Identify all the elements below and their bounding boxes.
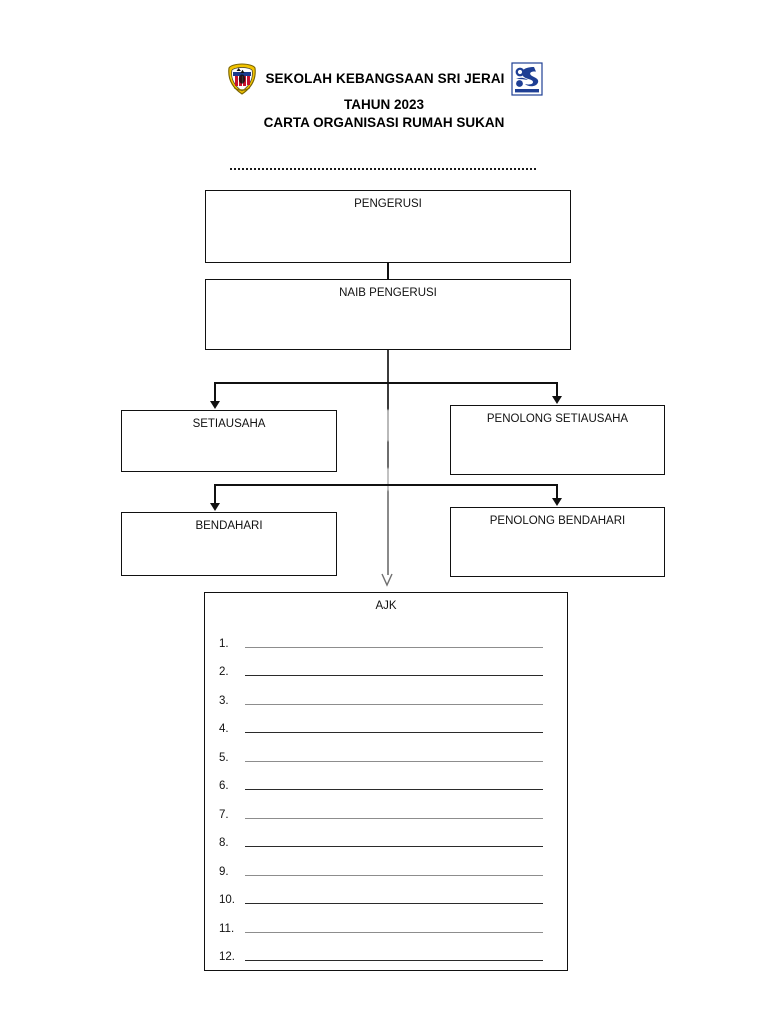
ajk-item-number: 10. xyxy=(219,894,235,906)
ajk-item-blank-line[interactable] xyxy=(245,931,543,933)
ajk-item-number: 8. xyxy=(219,837,229,849)
ajk-list-item[interactable]: 2. xyxy=(215,652,543,681)
arrowhead-to-ajk-icon xyxy=(381,573,393,587)
node-setiausaha-label: SETIAUSAHA xyxy=(192,418,266,430)
ajk-item-blank-line[interactable] xyxy=(245,703,543,705)
ajk-item-blank-line[interactable] xyxy=(245,788,543,790)
ajk-item-number: 1. xyxy=(219,637,229,650)
connector-branch2-right-drop xyxy=(556,484,558,499)
ajk-item-blank-line[interactable] xyxy=(245,959,543,961)
connector-branch1-right-drop xyxy=(556,382,558,397)
chart-title: CARTA ORGANISASI RUMAH SUKAN xyxy=(263,115,505,130)
arrowhead-penolong-bendahari-icon xyxy=(552,498,562,506)
ajk-item-blank-line[interactable] xyxy=(245,674,543,676)
ajk-list-item[interactable]: 10. xyxy=(215,880,543,909)
sk-emblem-icon xyxy=(510,62,543,96)
ajk-item-number: 3. xyxy=(219,694,229,707)
ajk-item-number: 6. xyxy=(219,780,229,792)
ajk-list-item[interactable]: 3. xyxy=(215,680,543,709)
ajk-item-blank-line[interactable] xyxy=(245,817,543,819)
arrowhead-setiausaha-icon xyxy=(210,401,220,409)
school-name: SEKOLAH KEBANGSAAN SRI JERAI xyxy=(265,71,505,86)
node-setiausaha[interactable]: SETIAUSAHA xyxy=(121,410,337,472)
ajk-item-blank-line[interactable] xyxy=(245,646,543,648)
node-penolong-setiausaha-label: PENOLONG SETIAUSAHA xyxy=(486,413,629,425)
ajk-list-item[interactable]: 7. xyxy=(215,794,543,823)
ajk-list-item[interactable]: 9. xyxy=(215,851,543,880)
school-crest-icon xyxy=(225,62,259,96)
node-penolong-bendahari[interactable]: PENOLONG BENDAHARI xyxy=(450,507,665,577)
ajk-list-item[interactable]: 11. xyxy=(215,908,543,937)
node-ajk[interactable]: AJK 1. 2. 3. 4. 5. 6. 7. 8. 9. 10. 11. 12. xyxy=(204,592,568,971)
house-name-blank-line[interactable] xyxy=(230,168,536,178)
node-penolong-setiausaha[interactable]: PENOLONG SETIAUSAHA xyxy=(450,405,665,475)
ajk-item-number: 2. xyxy=(219,666,229,678)
node-ajk-label: AJK xyxy=(375,600,397,612)
connector-branch1-left-drop xyxy=(214,382,216,402)
ajk-item-blank-line[interactable] xyxy=(245,902,543,904)
node-bendahari-label: BENDAHARI xyxy=(195,520,263,532)
ajk-list-item[interactable]: 4. xyxy=(215,709,543,738)
node-pengerusi[interactable]: PENGERUSI xyxy=(205,190,571,263)
ajk-item-number: 4. xyxy=(219,723,229,735)
chart-year: TAHUN 2023 xyxy=(343,97,425,112)
ajk-item-number: 12. xyxy=(219,951,235,963)
ajk-list-item[interactable]: 12. xyxy=(215,937,543,966)
ajk-list-item[interactable]: 5. xyxy=(215,737,543,766)
node-naib-pengerusi[interactable]: NAIB PENGERUSI xyxy=(205,279,571,350)
ajk-member-list: 1. 2. 3. 4. 5. 6. 7. 8. 9. 10. 11. 12. xyxy=(215,623,543,964)
ajk-item-number: 5. xyxy=(219,751,229,764)
ajk-list-item[interactable]: 1. xyxy=(215,623,543,652)
ajk-item-number: 9. xyxy=(219,865,229,878)
document-header: SEKOLAH KEBANGSAAN SRI JERAI TAHUN 2023 … xyxy=(0,62,768,132)
connector-spine-to-ajk xyxy=(386,350,389,575)
node-penolong-bendahari-label: PENOLONG BENDAHARI xyxy=(489,515,626,527)
node-bendahari[interactable]: BENDAHARI xyxy=(121,512,337,576)
node-naib-pengerusi-label: NAIB PENGERUSI xyxy=(339,287,437,299)
connector-pengerusi-to-naib xyxy=(387,263,389,279)
ajk-list-item[interactable]: 8. xyxy=(215,823,543,852)
arrowhead-bendahari-icon xyxy=(210,503,220,511)
node-pengerusi-label: PENGERUSI xyxy=(354,198,422,210)
connector-branch1-horizontal xyxy=(214,382,558,384)
ajk-item-number: 11. xyxy=(219,922,235,935)
ajk-item-blank-line[interactable] xyxy=(245,874,543,876)
header-title-row: SEKOLAH KEBANGSAAN SRI JERAI xyxy=(0,62,768,96)
ajk-item-blank-line[interactable] xyxy=(245,760,543,762)
connector-branch2-left-drop xyxy=(214,484,216,504)
ajk-list-item[interactable]: 6. xyxy=(215,766,543,795)
ajk-item-number: 7. xyxy=(219,808,229,821)
ajk-item-blank-line[interactable] xyxy=(245,845,543,847)
ajk-item-blank-line[interactable] xyxy=(245,731,543,733)
arrowhead-penolong-setiausaha-icon xyxy=(552,396,562,404)
connector-branch2-horizontal xyxy=(214,484,558,486)
